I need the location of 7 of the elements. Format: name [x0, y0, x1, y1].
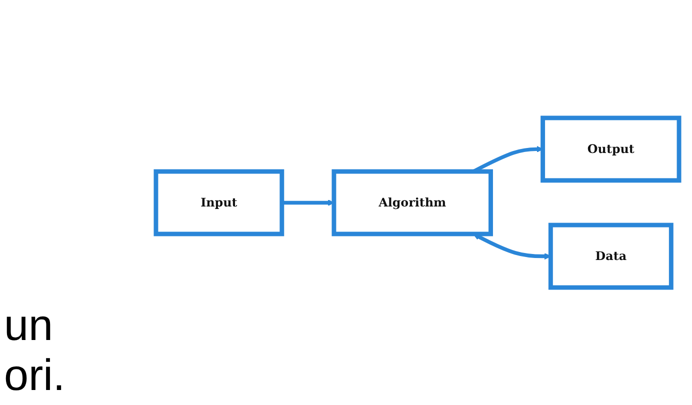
- node-box: Data: [548, 222, 674, 290]
- node-box: Algorithm: [332, 169, 493, 236]
- arrow: [282, 199, 334, 206]
- note-text: ori.: [4, 351, 66, 401]
- node-box: Input: [154, 169, 284, 236]
- note-text: un: [4, 301, 53, 351]
- node-box: Output: [540, 115, 682, 182]
